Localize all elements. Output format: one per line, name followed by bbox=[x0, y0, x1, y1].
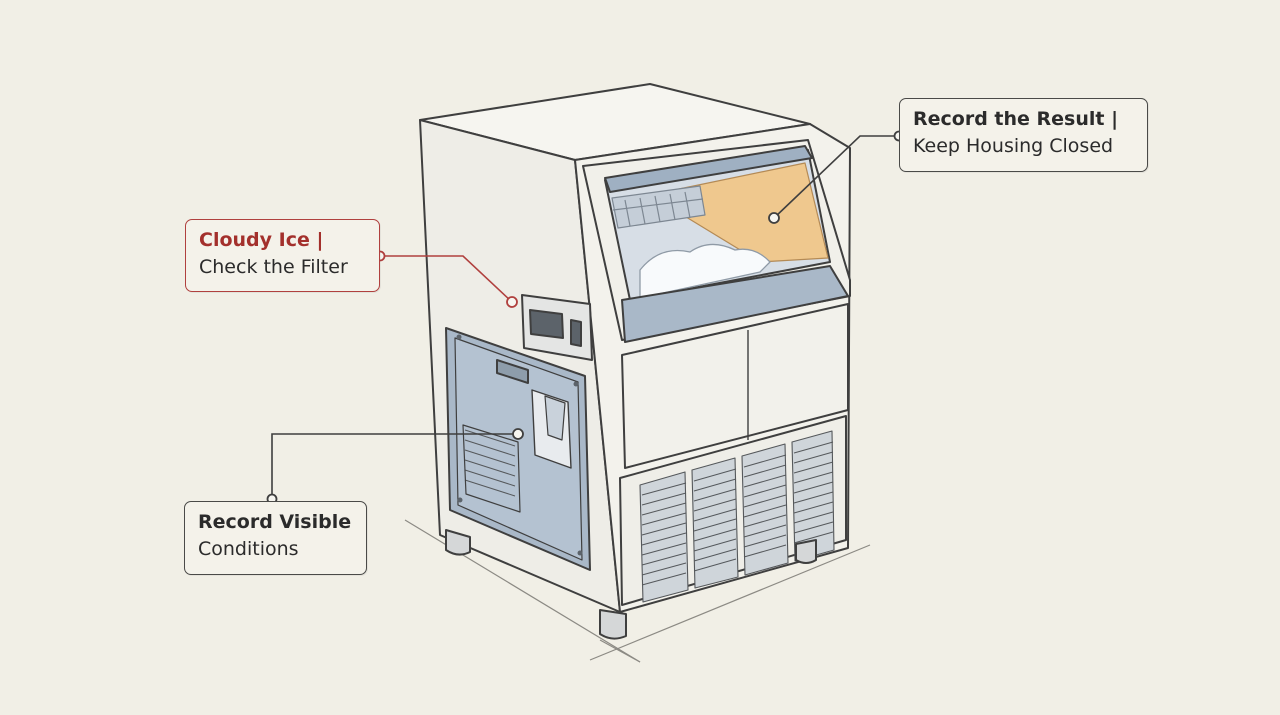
callout-title: Cloudy Ice | bbox=[199, 229, 324, 251]
callout-record-visible: Record Visible Conditions bbox=[184, 501, 367, 575]
ice-basket bbox=[611, 185, 706, 229]
callout-detail: Keep Housing Closed bbox=[913, 135, 1114, 157]
callout-title: Record Visible bbox=[198, 511, 352, 533]
callout-detail: Conditions bbox=[198, 538, 299, 560]
callout-detail: Check the Filter bbox=[199, 256, 348, 278]
callout-cloudy-ice: Cloudy Ice | Check the Filter bbox=[185, 219, 380, 292]
ice-maker-illustration bbox=[419, 83, 851, 640]
vent-grille bbox=[639, 430, 835, 603]
callout-title: Record the Result | bbox=[913, 108, 1119, 130]
ice-cubes bbox=[639, 243, 771, 299]
leader-lines bbox=[271, 135, 899, 499]
feet bbox=[445, 529, 817, 640]
floor-lines bbox=[404, 519, 871, 663]
callout-record-result: Record the Result | Keep Housing Closed bbox=[899, 98, 1148, 172]
control-panel bbox=[521, 294, 593, 361]
